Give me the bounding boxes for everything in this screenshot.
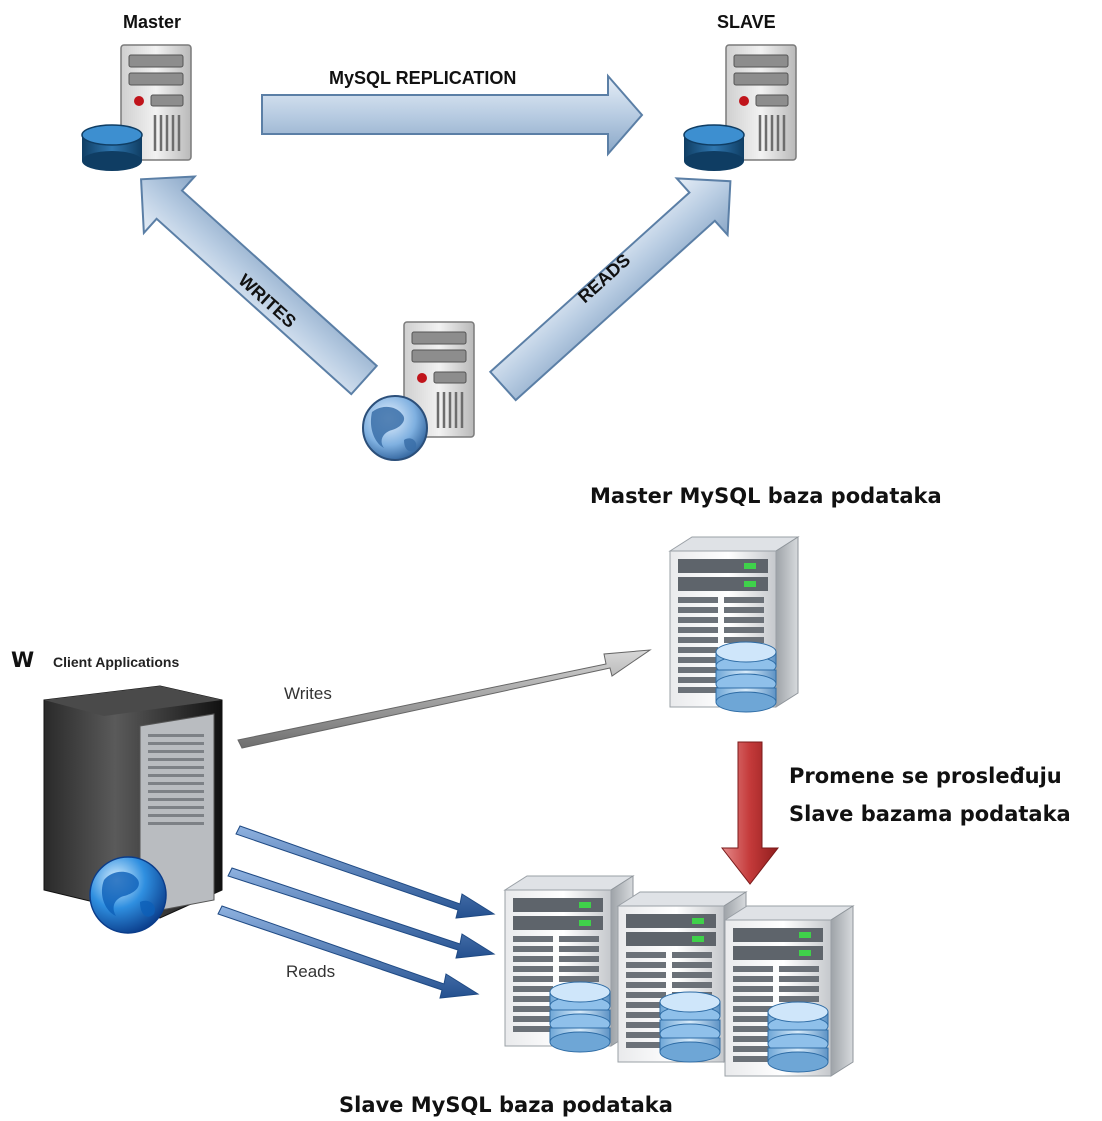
slave-disk-stack-icon (767, 1001, 829, 1073)
client-tower-icon (43, 685, 223, 919)
writes-label-bottom: Writes (284, 684, 332, 703)
replication-arrow (261, 73, 644, 157)
reads-arrow (488, 177, 732, 402)
propagation-arrow (720, 741, 780, 885)
master-label: Master (123, 12, 182, 32)
slave-disk-stack-icon (549, 981, 611, 1053)
master-db-label: Master MySQL baza podataka (590, 484, 942, 508)
writes-arrow (140, 175, 379, 396)
bottom-replication-diagram (43, 536, 854, 1077)
master-database-icon (81, 124, 143, 172)
top-replication-diagram (81, 43, 798, 461)
slave-database-icon (683, 124, 745, 172)
globe-icon (362, 395, 428, 461)
propagation-line1: Promene se prosleđuju (789, 764, 1062, 788)
client-applications-label: Client Applications (53, 654, 180, 670)
propagation-line2: Slave bazama podataka (789, 802, 1071, 826)
client-prefix: W (11, 648, 35, 672)
client-globe-icon (89, 856, 167, 934)
writes-arrow-bottom (237, 649, 652, 749)
slave-label: SLAVE (717, 12, 776, 32)
reads-arrows (217, 825, 496, 999)
replication-label: MySQL REPLICATION (329, 68, 517, 88)
reads-label-bottom: Reads (286, 962, 336, 981)
slave-disk-stack-icon (659, 991, 721, 1063)
slave-db-label: Slave MySQL baza podataka (339, 1093, 673, 1117)
master-disk-stack-icon (715, 641, 777, 713)
